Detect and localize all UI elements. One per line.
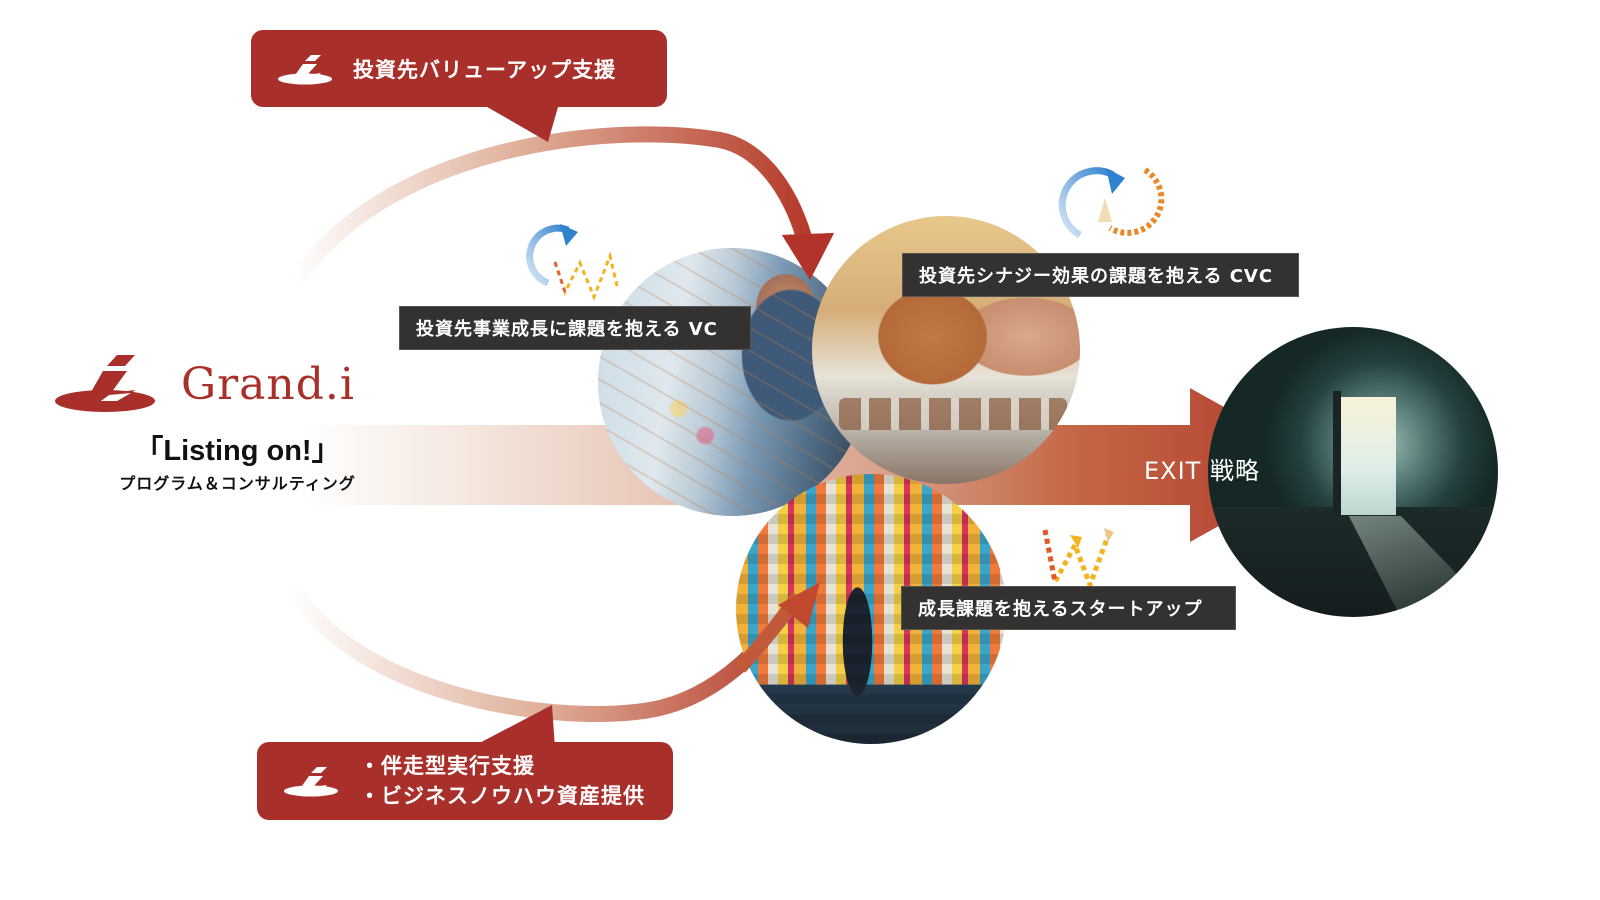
callout-execution-support: ・伴走型実行支援 ・ビジネスノウハウ資産提供 [257,742,673,820]
cycle-zigzag-icon [526,224,620,302]
callout-value-up-support: 投資先バリューアップ支援 [251,30,667,107]
door-light [1341,396,1397,516]
grand-i-logo-icon [55,355,155,412]
program-subtitle: プログラム＆コンサルティング [119,474,356,493]
label-cvc: 投資先シナジー効果の課題を抱える CVC [902,253,1299,297]
zigzag-arrows-icon [1042,528,1114,593]
brand-logo: Grand.i [55,355,355,413]
team-whiteboard-photo [598,248,866,516]
program-title-block: 「Listing on!」 プログラム＆コンサルティング [95,434,380,494]
exit-strategy-label: EXIT 戦略 [1144,457,1260,485]
program-title: 「Listing on!」 [134,435,341,467]
door-frame [1332,390,1342,516]
label-vc: 投資先事業成長に課題を抱える VC [399,306,751,350]
callout-bottom-line-1: ・伴走型実行支援 [359,754,535,778]
callout-top-text: 投資先バリューアップ支援 [353,57,617,82]
grand-i-logo-icon [278,54,332,84]
callout-bottom-line-2: ・ビジネスノウハウ資産提供 [359,784,645,808]
cycle-dashed-ring-icon [1058,167,1165,239]
label-startup: 成長課題を抱えるスタートアップ [901,586,1236,630]
grand-i-logo-icon [284,767,338,797]
brand-name: Grand.i [181,358,355,410]
